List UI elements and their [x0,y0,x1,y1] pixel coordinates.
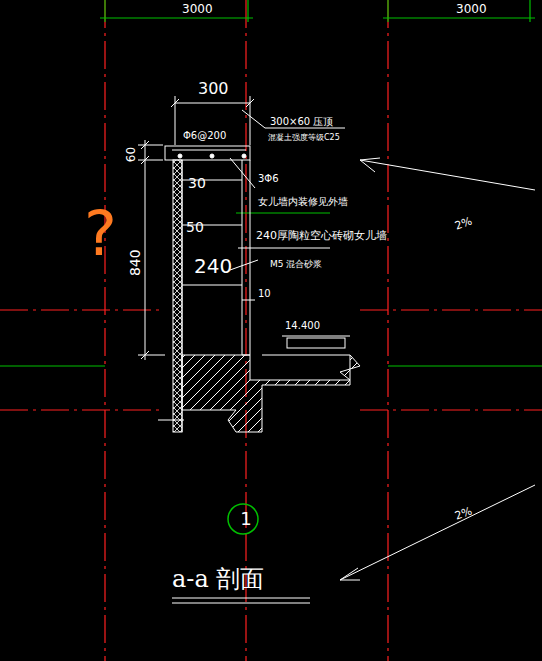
section-callout: 1 [227,503,265,535]
annotation-label: 3Φ6 [258,173,279,184]
annotation-label: 840 [128,249,143,276]
annotation-label: ? [84,200,117,268]
annotation-label: 3000 [456,3,487,16]
annotation-label: 50 [186,220,204,235]
annotation-label: 2% [453,505,474,522]
annotation-label: 240 [194,255,232,277]
annotation-label: 女儿墙内装修见外墙 [258,196,348,207]
callout-number: 1 [227,503,265,535]
section-caption: a-a 剖面 [172,566,264,592]
annotation-label: 240厚陶粒空心砖砌女儿墙 [256,230,387,242]
annotation-label: 30 [188,176,206,191]
annotation-label: 300×60 压顶 [270,116,333,127]
annotation-label: 300 [198,80,229,98]
annotation-label: 3000 [182,3,213,16]
annotation-label: Φ6@200 [183,130,226,141]
annotation-label: 2% [453,215,474,232]
annotation-label: 10 [258,288,271,299]
annotation-label: 混凝土强度等级C25 [268,134,340,143]
annotation-label: M5 混合砂浆 [270,260,322,270]
annotation-label: 60 [125,147,138,162]
annotation-label: 14.400 [285,320,320,331]
